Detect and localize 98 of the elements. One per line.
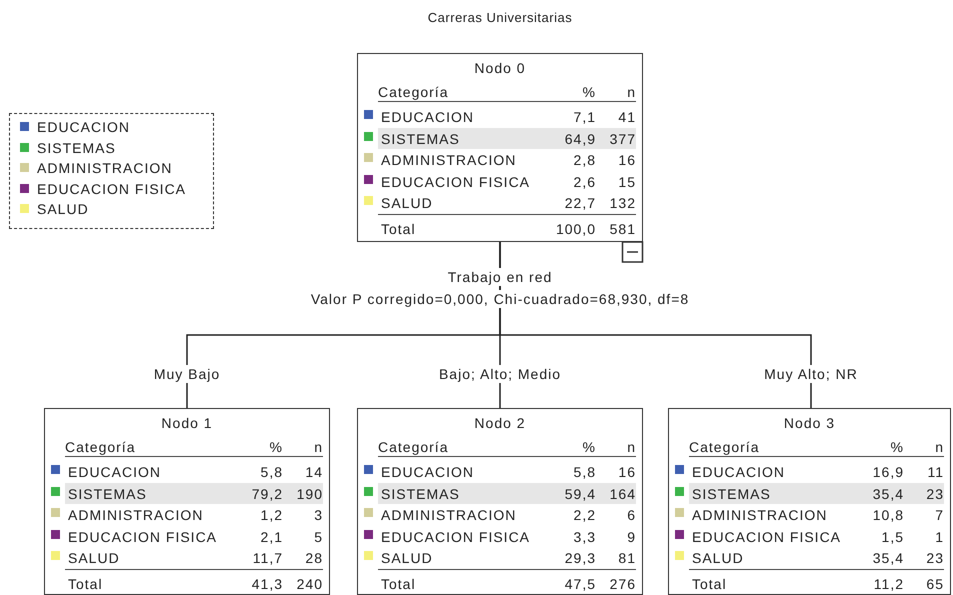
category-label: SALUD xyxy=(692,549,744,568)
percent-value: 3,3 xyxy=(574,528,596,546)
column-header: n xyxy=(627,83,636,102)
count-value: 1 xyxy=(935,528,944,546)
column-header: % xyxy=(582,83,596,102)
column-header: % xyxy=(890,438,904,457)
count-value: 164 xyxy=(610,484,636,504)
percent-value: 2,1 xyxy=(260,528,283,546)
category-label: EDUCACION FISICA xyxy=(381,528,530,546)
percent-value: 11,2 xyxy=(874,575,904,594)
percent-value: 35,4 xyxy=(872,484,904,504)
count-value: 16 xyxy=(618,463,636,482)
percent-value: 59,4 xyxy=(564,484,596,504)
column-header: n xyxy=(935,438,944,457)
percent-value: 29,3 xyxy=(564,549,596,568)
category-label: SISTEMAS xyxy=(692,484,771,504)
count-value: 28 xyxy=(305,549,323,568)
node-title: Nodo 0 xyxy=(473,59,527,78)
category-label: EDUCACION xyxy=(381,463,474,482)
count-value: 377 xyxy=(610,130,636,148)
legend-label: SISTEMAS xyxy=(37,138,116,158)
count-value: 240 xyxy=(296,575,323,594)
count-value: 41 xyxy=(618,108,636,127)
category-label: SISTEMAS xyxy=(381,484,460,504)
column-header: n xyxy=(314,438,323,457)
percent-value: 41,3 xyxy=(252,575,283,594)
count-value: 3 xyxy=(314,506,323,525)
column-header: % xyxy=(270,438,283,457)
category-label: SISTEMAS xyxy=(381,130,460,148)
category-label: ADMINISTRACION xyxy=(381,506,516,525)
category-label: ADMINISTRACION xyxy=(381,151,516,170)
count-value: 5 xyxy=(314,528,323,546)
percent-value: 47,5 xyxy=(564,575,596,594)
category-label: SISTEMAS xyxy=(68,484,147,504)
count-value: 6 xyxy=(627,506,636,525)
node-title: Nodo 2 xyxy=(473,414,527,433)
percent-value: 79,2 xyxy=(252,484,283,504)
tree-node-box xyxy=(357,408,643,595)
legend-label: EDUCACION FISICA xyxy=(37,180,186,198)
count-value: 14 xyxy=(305,463,323,482)
percent-value: 1,5 xyxy=(882,528,904,546)
column-header: Categoría xyxy=(65,438,136,457)
percent-value: 1,2 xyxy=(260,506,283,525)
node-title: Nodo 3 xyxy=(782,414,836,433)
percent-value: 64,9 xyxy=(564,130,596,148)
total-label: Total xyxy=(381,220,416,239)
percent-value: 22,7 xyxy=(564,194,596,213)
column-header: % xyxy=(582,438,596,457)
percent-value: 5,8 xyxy=(260,463,283,482)
category-label: SALUD xyxy=(381,549,433,568)
tree-node-box xyxy=(357,53,643,242)
node-title: Nodo 1 xyxy=(160,414,214,433)
count-value: 9 xyxy=(627,528,636,546)
total-label: Total xyxy=(381,575,416,594)
count-value: 15 xyxy=(618,172,636,192)
category-label: ADMINISTRACION xyxy=(692,506,828,525)
percent-value: 10,8 xyxy=(872,506,904,525)
count-value: 23 xyxy=(926,549,944,568)
percent-value: 100,0 xyxy=(556,220,596,239)
count-value: 581 xyxy=(610,220,636,239)
percent-value: 2,8 xyxy=(574,151,596,170)
category-label: EDUCACION xyxy=(381,108,474,127)
percent-value: 11,7 xyxy=(252,549,283,568)
category-label: ADMINISTRACION xyxy=(68,506,204,525)
category-label: EDUCACION FISICA xyxy=(692,528,842,546)
column-header: Categoría xyxy=(378,438,448,457)
percent-value: 2,2 xyxy=(574,506,596,525)
legend-label: EDUCACION xyxy=(37,118,130,137)
column-header: Categoría xyxy=(378,83,448,102)
category-label: EDUCACION xyxy=(692,463,786,482)
count-value: 65 xyxy=(926,575,944,594)
count-value: 11 xyxy=(927,463,944,482)
count-value: 23 xyxy=(926,484,944,504)
percent-value: 7,1 xyxy=(574,108,596,127)
percent-value: 2,6 xyxy=(574,172,596,192)
percent-value: 5,8 xyxy=(574,463,596,482)
count-value: 132 xyxy=(610,194,636,213)
count-value: 7 xyxy=(935,506,944,525)
total-label: Total xyxy=(692,575,727,594)
category-label: EDUCACION xyxy=(68,463,162,482)
count-value: 276 xyxy=(610,575,636,594)
count-value: 81 xyxy=(618,549,636,568)
total-label: Total xyxy=(68,575,103,594)
percent-value: 35,4 xyxy=(872,549,904,568)
tree-connector xyxy=(499,242,812,408)
legend-label: ADMINISTRACION xyxy=(37,159,172,178)
tree-node-box xyxy=(668,408,951,595)
tree-node-box xyxy=(44,408,330,595)
column-header: Categoría xyxy=(689,438,760,457)
category-label: EDUCACION FISICA xyxy=(381,172,530,192)
count-value: 190 xyxy=(296,484,323,504)
category-label: SALUD xyxy=(68,549,120,568)
category-label: EDUCACION FISICA xyxy=(68,528,218,546)
percent-value: 16,9 xyxy=(872,463,904,482)
category-label: SALUD xyxy=(381,194,433,213)
count-value: 16 xyxy=(618,151,636,170)
legend-label: SALUD xyxy=(37,200,89,219)
column-header: n xyxy=(627,438,636,457)
